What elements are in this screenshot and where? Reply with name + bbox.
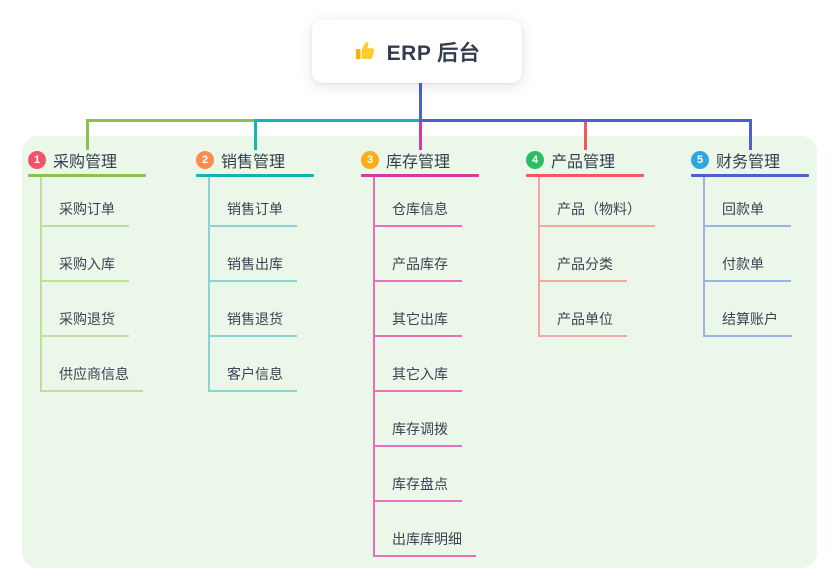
child-item[interactable]: 产品（物料） xyxy=(540,177,655,227)
child-item[interactable]: 付款单 xyxy=(705,227,791,282)
branch-number-badge: 3 xyxy=(361,151,379,169)
child-item[interactable]: 产品单位 xyxy=(540,282,627,337)
bus-segment-teal xyxy=(253,119,422,122)
root-drop-line xyxy=(418,83,422,122)
branch-number-badge: 2 xyxy=(196,151,214,169)
branch-title-label: 库存管理 xyxy=(386,154,451,171)
child-item[interactable]: 销售出库 xyxy=(210,227,297,282)
branch-column-1: 1 采购管理采购订单采购入库采购退货供应商信息 xyxy=(28,146,146,392)
branch-title-label: 财务管理 xyxy=(716,154,781,171)
branch-title-label: 产品管理 xyxy=(551,154,616,171)
child-item[interactable]: 采购订单 xyxy=(42,177,129,227)
branch-column-3: 3 库存管理仓库信息产品库存其它出库其它入库库存调拨库存盘点出库库明细 xyxy=(361,146,479,557)
child-item[interactable]: 出库库明细 xyxy=(375,502,476,557)
bus-segment-blue xyxy=(418,119,752,122)
branch-underline xyxy=(196,174,314,177)
child-item[interactable]: 产品分类 xyxy=(540,227,627,282)
branch-children: 销售订单销售出库销售退货客户信息 xyxy=(208,177,297,392)
child-item[interactable]: 库存调拨 xyxy=(375,392,462,447)
thumbs-up-icon xyxy=(354,40,377,63)
drop-line-branch-5 xyxy=(748,119,752,150)
branch-children: 回款单付款单结算账户 xyxy=(703,177,792,337)
branch-underline xyxy=(526,174,644,177)
child-item[interactable]: 库存盘点 xyxy=(375,447,462,502)
branch-title-label: 销售管理 xyxy=(221,154,286,171)
child-item[interactable]: 其它出库 xyxy=(375,282,462,337)
child-item[interactable]: 供应商信息 xyxy=(42,337,143,392)
child-item[interactable]: 采购入库 xyxy=(42,227,129,282)
branch-children: 产品（物料）产品分类产品单位 xyxy=(538,177,655,337)
root-node[interactable]: ERP 后台 xyxy=(312,20,522,83)
branch-column-5: 5 财务管理回款单付款单结算账户 xyxy=(691,146,809,337)
child-item[interactable]: 客户信息 xyxy=(210,337,297,392)
child-item[interactable]: 销售退货 xyxy=(210,282,297,337)
child-item[interactable]: 销售订单 xyxy=(210,177,297,227)
branch-number-badge: 4 xyxy=(526,151,544,169)
branch-column-4: 4 产品管理产品（物料）产品分类产品单位 xyxy=(526,146,655,337)
child-item[interactable]: 产品库存 xyxy=(375,227,462,282)
child-item[interactable]: 仓库信息 xyxy=(375,177,462,227)
branch-children: 采购订单采购入库采购退货供应商信息 xyxy=(40,177,143,392)
branch-number-badge: 5 xyxy=(691,151,709,169)
branch-title-1[interactable]: 1 采购管理 xyxy=(28,146,146,174)
branch-title-label: 采购管理 xyxy=(53,154,118,171)
drop-line-branch-2 xyxy=(253,119,257,150)
drop-line-branch-1 xyxy=(85,119,89,150)
branches-panel xyxy=(22,136,817,568)
bus-segment-green xyxy=(85,119,257,122)
root-title: ERP 后台 xyxy=(386,41,481,65)
branch-column-2: 2 销售管理销售订单销售出库销售退货客户信息 xyxy=(196,146,314,392)
branch-number-badge: 1 xyxy=(28,151,46,169)
child-item[interactable]: 采购退货 xyxy=(42,282,129,337)
child-item[interactable]: 回款单 xyxy=(705,177,791,227)
branch-title-3[interactable]: 3 库存管理 xyxy=(361,146,479,174)
branch-underline xyxy=(691,174,809,177)
branch-underline xyxy=(28,174,146,177)
child-item[interactable]: 其它入库 xyxy=(375,337,462,392)
child-item[interactable]: 结算账户 xyxy=(705,282,792,337)
branch-children: 仓库信息产品库存其它出库其它入库库存调拨库存盘点出库库明细 xyxy=(373,177,476,557)
branch-title-5[interactable]: 5 财务管理 xyxy=(691,146,809,174)
branch-title-4[interactable]: 4 产品管理 xyxy=(526,146,644,174)
branch-title-2[interactable]: 2 销售管理 xyxy=(196,146,314,174)
branch-underline xyxy=(361,174,479,177)
drop-line-branch-3 xyxy=(418,119,422,150)
drop-line-branch-4 xyxy=(583,119,587,150)
